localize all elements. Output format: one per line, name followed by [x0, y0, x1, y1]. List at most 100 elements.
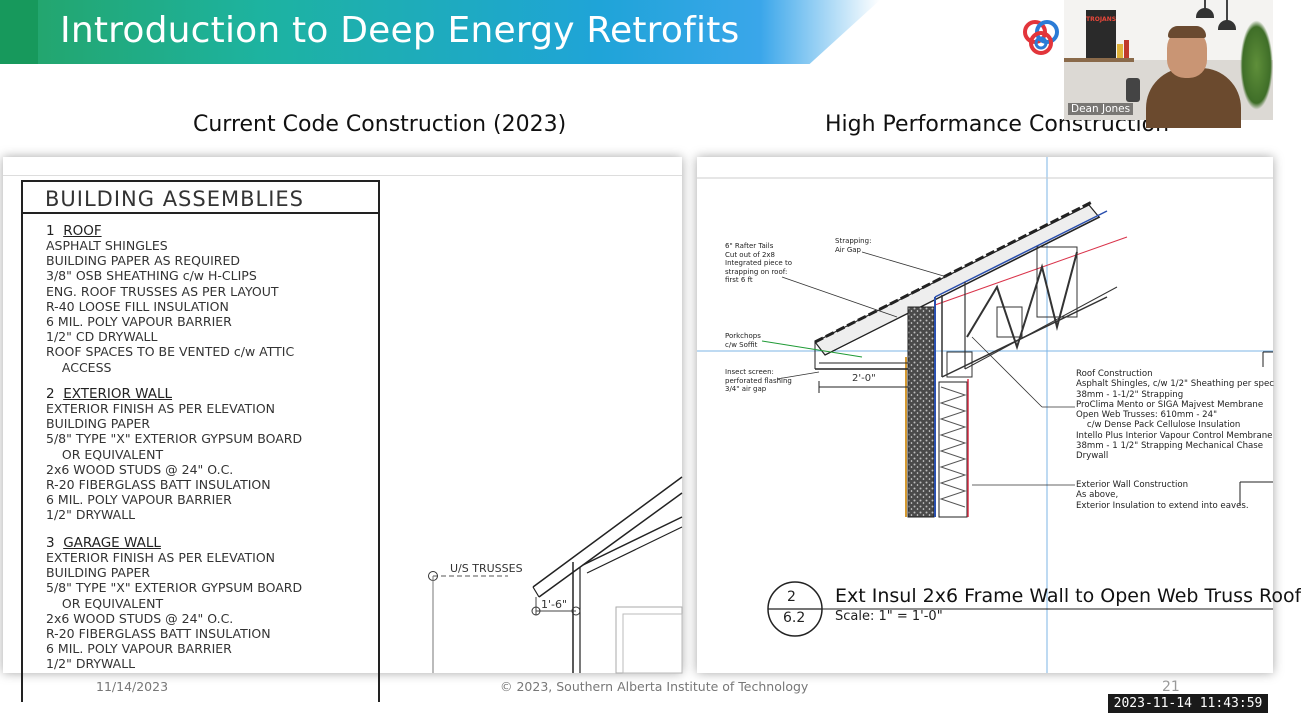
section-heading: ROOF [63, 223, 102, 239]
left-panel-heading: Current Code Construction (2023) [193, 112, 567, 137]
note-line: Air Gap [835, 245, 861, 254]
assembly-line: OR EQUIVALENT [46, 446, 164, 462]
retrofit-detail-drawing [697, 157, 1273, 673]
sait-logo-icon [1020, 16, 1062, 58]
spec-line: Exterior Insulation to extend into eaves… [1076, 500, 1249, 511]
spec-line: Asphalt Shingles, c/w 1/2" Sheathing per… [1076, 379, 1274, 390]
assembly-line: 6 MIL. POLY VAPOUR BARRIER [46, 492, 232, 508]
recording-timestamp: 2023-11-14 11:43:59 [1108, 694, 1268, 713]
note-line: perforated flashing [725, 376, 792, 385]
section-heading: GARAGE WALL [63, 535, 161, 551]
exterior-wall-lines: EXTERIOR FINISH AS PER ELEVATION BUILDIN… [46, 401, 302, 523]
assembly-line: ROOF SPACES TO BE VENTED c/w ATTIC [46, 344, 295, 360]
footer-date: 11/14/2023 [96, 679, 169, 694]
left-dim-label: 1'-6" [541, 598, 568, 611]
webcam-video-tile[interactable]: TROJANS Dean Jones [1064, 0, 1273, 128]
building-assemblies-box: BUILDING ASSEMBLIES [21, 180, 380, 702]
spec-line: Exterior Wall Construction [1076, 480, 1189, 490]
assembly-line: 6 MIL. POLY VAPOUR BARRIER [46, 314, 232, 330]
assembly-section-roof: 1 ROOF [46, 223, 102, 239]
spec-line: As above, [1076, 490, 1119, 501]
participant-name-label: Dean Jones [1068, 103, 1134, 115]
assembly-line: ASPHALT SHINGLES [46, 238, 168, 253]
section-number: 2 [46, 386, 55, 402]
plant [1240, 20, 1273, 110]
note-line: strapping on roof: [725, 267, 788, 276]
detail-number: 2 [787, 589, 796, 605]
truss-label: U/S TRUSSES [450, 562, 523, 575]
code-roof-section-drawing [428, 476, 683, 674]
spec-line: Roof Construction [1076, 369, 1153, 379]
roof-construction-spec: Roof Construction Asphalt Shingles, c/w … [1076, 369, 1274, 462]
book-cover: TROJANS [1086, 10, 1116, 58]
note-line: Cut out of 2x8 [725, 250, 776, 259]
spec-line: 38mm - 1 1/2" Strapping Mechanical Chase [1076, 441, 1264, 452]
roof-lines: ASPHALT SHINGLES BUILDING PAPER AS REQUI… [46, 238, 294, 375]
pendant-lamp [1196, 8, 1214, 18]
right-dim-label: 2'-0" [852, 373, 876, 384]
building-assemblies-title: BUILDING ASSEMBLIES [23, 182, 378, 214]
assembly-line: EXTERIOR FINISH AS PER ELEVATION [46, 550, 276, 565]
detail-scale: Scale: 1" = 1'-0" [835, 609, 943, 624]
assembly-line: R-20 FIBERGLASS BATT INSULATION [46, 626, 271, 642]
shelf [1064, 58, 1134, 62]
pendant-lamp [1218, 20, 1236, 30]
book-spine [1117, 44, 1123, 58]
assembly-line: 1/2" DRYWALL [46, 507, 136, 523]
assembly-line: 5/8" TYPE "X" EXTERIOR GYPSUM BOARD [46, 580, 303, 596]
book-text: TROJANS [1086, 16, 1117, 23]
rafter-note: 6" Rafter Tails Cut out of 2x8 Integrate… [725, 242, 792, 285]
book-spine [1124, 40, 1129, 58]
note-line: Integrated piece to [725, 259, 792, 267]
spec-line: c/w Dense Pack Cellulose Insulation [1076, 420, 1241, 431]
slide-title: Introduction to Deep Energy Retrofits [60, 10, 740, 51]
assembly-line: EXTERIOR FINISH AS PER ELEVATION [46, 401, 276, 416]
section-number: 1 [46, 223, 55, 239]
spec-line: Open Web Trusses: 610mm - 24" [1076, 410, 1218, 421]
person-hair [1168, 26, 1206, 38]
lamp-cord [1204, 0, 1206, 10]
note-line: 3/4" air gap [725, 385, 767, 393]
assembly-line: R-40 LOOSE FILL INSULATION [46, 298, 229, 314]
title-accent-stripe [0, 0, 38, 64]
assembly-line: ENG. ROOF TRUSSES AS PER LAYOUT [46, 283, 279, 299]
lamp-cord [1226, 0, 1228, 22]
note-line: 6" Rafter Tails [725, 242, 774, 250]
assembly-line: 6 MIL. POLY VAPOUR BARRIER [46, 641, 232, 657]
porkchops-note: Porkchops c/w Soffit [725, 332, 761, 349]
detail-sheet: 6.2 [783, 610, 806, 626]
note-line: first 6 ft [725, 276, 753, 284]
assembly-line: ACCESS [46, 359, 112, 375]
slide-title-bar [0, 0, 880, 64]
assembly-line: 1/2" DRYWALL [46, 656, 136, 672]
assembly-line: OR EQUIVALENT [46, 595, 164, 611]
footer-copyright: © 2023, Southern Alberta Institute of Te… [500, 679, 809, 694]
assembly-line: 2x6 WOOD STUDS @ 24" O.C. [46, 610, 234, 626]
spec-line: Intello Plus Interior Vapour Control Mem… [1076, 430, 1273, 441]
page-number: 21 [1162, 679, 1180, 695]
spec-line: ProClima Mento or SIGA Majvest Membrane [1076, 399, 1264, 410]
spec-line: 38mm - 1-1/2" Strapping [1076, 389, 1184, 400]
assembly-line: BUILDING PAPER AS REQUIRED [46, 253, 241, 269]
assembly-section-exterior-wall: 2 EXTERIOR WALL [46, 386, 172, 402]
pen-holder [1126, 78, 1140, 102]
assembly-line: BUILDING PAPER [46, 416, 151, 432]
sheet-border-line [3, 175, 682, 176]
note-line: Insect screen: [725, 368, 774, 376]
current-code-drawing-panel: BUILDING ASSEMBLIES 1 ROOF ASPHALT SHING… [3, 157, 683, 702]
assembly-line: 2x6 WOOD STUDS @ 24" O.C. [46, 461, 234, 477]
strapping-note: Strapping: Air Gap [835, 237, 871, 254]
wall-construction-spec: Exterior Wall Construction As above, Ext… [1076, 480, 1249, 511]
assembly-section-garage-wall: 3 GARAGE WALL [46, 535, 161, 551]
detail-title: Ext Insul 2x6 Frame Wall to Open Web Tru… [835, 585, 1301, 607]
note-line: Porkchops [725, 332, 761, 340]
assembly-line: R-20 FIBERGLASS BATT INSULATION [46, 477, 271, 493]
person-shoulders [1146, 68, 1241, 128]
assembly-line: 1/2" CD DRYWALL [46, 329, 158, 345]
note-line: Strapping: [835, 237, 872, 245]
insect-screen-note: Insect screen: perforated flashing 3/4" … [725, 368, 792, 394]
assembly-line: 5/8" TYPE "X" EXTERIOR GYPSUM BOARD [46, 431, 303, 447]
spec-line: Drywall [1076, 451, 1109, 462]
garage-wall-lines: EXTERIOR FINISH AS PER ELEVATION BUILDIN… [46, 550, 302, 672]
high-performance-drawing-panel: 6" Rafter Tails Cut out of 2x8 Integrate… [697, 157, 1301, 673]
